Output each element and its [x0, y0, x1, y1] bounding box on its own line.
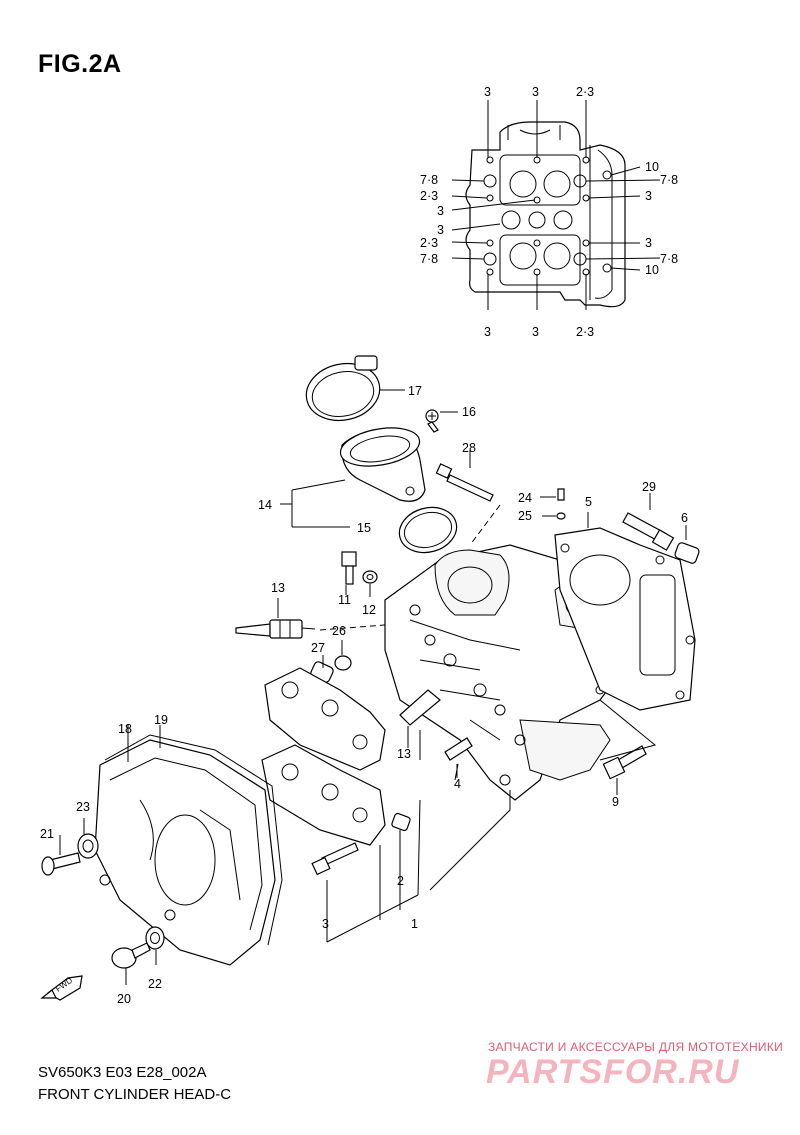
callout-16: 16	[462, 405, 476, 419]
top-callout: 7·8	[660, 252, 678, 266]
stud-4-part	[444, 737, 473, 778]
callout-2: 2	[397, 874, 404, 888]
top-callout: 2·3	[420, 236, 438, 250]
callout-14: 14	[258, 498, 272, 512]
callout-numbers: 17 16 28 14 15 24 25 5 29 6 13 11 12 26 …	[40, 384, 688, 1006]
callout-24: 24	[518, 491, 532, 505]
intake-pipe-part	[339, 427, 426, 502]
screw-16-part	[425, 409, 458, 433]
callout-23: 23	[76, 800, 90, 814]
dowel-6-part	[674, 525, 700, 564]
dowel-2-part	[391, 812, 411, 832]
top-callout: 3	[645, 189, 652, 203]
top-callout: 10	[645, 160, 659, 174]
figure-description: FRONT CYLINDER HEAD-C	[38, 1086, 232, 1103]
top-callout: 10	[645, 263, 659, 277]
callout-18: 18	[118, 722, 132, 736]
seal-26-part	[334, 655, 352, 671]
callout-3: 3	[322, 917, 329, 931]
bolt-11-part	[341, 551, 357, 585]
top-callout: 3	[484, 325, 491, 339]
spark-plug-13a-part	[235, 598, 316, 639]
callout-20: 20	[117, 992, 131, 1006]
top-callout: 2·3	[576, 85, 594, 99]
callout-5: 5	[585, 495, 592, 509]
top-callout: 3	[532, 325, 539, 339]
union-24-part	[540, 488, 566, 520]
bolt-21-part	[41, 852, 81, 876]
callout-1: 1	[411, 917, 418, 931]
head-cover-part	[94, 734, 283, 966]
callout-9: 9	[612, 795, 619, 809]
callout-29: 29	[642, 480, 656, 494]
callout-13a: 13	[271, 581, 285, 595]
callout-21: 21	[40, 827, 54, 841]
callout-6: 6	[681, 511, 688, 525]
callout-27: 27	[311, 641, 325, 655]
watermark-tagline: ЗАПЧАСТИ И АКСЕССУАРЫ ДЛЯ МОТОТЕХНИКИ	[488, 1040, 784, 1054]
top-callout: 7·8	[420, 252, 438, 266]
gasket-5-part	[554, 527, 696, 711]
callout-13b: 13	[397, 747, 411, 761]
callout-26: 26	[332, 624, 346, 638]
top-callout: 3	[437, 204, 444, 218]
callout-22: 22	[148, 977, 162, 991]
model-code: SV650K3 E03 E28_002A	[38, 1064, 207, 1081]
callout-19: 19	[154, 713, 168, 727]
top-callout: 7·8	[420, 173, 438, 187]
fwd-arrow-icon: FWD	[40, 975, 83, 1001]
callout-28: 28	[462, 441, 476, 455]
spark-plug-13b-part	[399, 689, 441, 748]
top-callout: 2·3	[576, 325, 594, 339]
callout-25: 25	[518, 509, 532, 523]
callout-17: 17	[408, 384, 422, 398]
callout-12: 12	[362, 603, 376, 617]
watermark-logo: PARTSFOR.RU	[486, 1053, 740, 1091]
callout-11: 11	[338, 593, 351, 607]
figure-title: FIG.2A	[38, 50, 122, 78]
cam-holder-upper-part	[264, 667, 386, 771]
top-callout: 3	[484, 85, 491, 99]
seal-22-part	[145, 926, 165, 950]
top-callout: 3	[437, 223, 444, 237]
bolt-3-part	[311, 842, 359, 876]
callout-15: 15	[357, 521, 371, 535]
top-view-callouts: 3 3 2·3 10 7·8 7·8 2·3 3 3 3 2·3 3 7·8 7…	[420, 85, 678, 339]
clamp-part	[305, 355, 405, 422]
top-callout: 3	[645, 236, 652, 250]
top-callout: 7·8	[660, 173, 678, 187]
cam-holder-lower-part	[261, 744, 386, 846]
cylinder-head-top-view	[451, 100, 661, 310]
seal-23-part	[77, 833, 99, 859]
bolt-20-part	[111, 942, 151, 969]
callout-4: 4	[454, 777, 461, 791]
bolt-28-part	[435, 455, 494, 502]
o-ring-15-part	[398, 506, 458, 554]
bolt-29-part	[622, 493, 675, 551]
top-callout: 2·3	[420, 189, 438, 203]
top-callout: 3	[532, 85, 539, 99]
washer-12-part	[362, 570, 378, 584]
